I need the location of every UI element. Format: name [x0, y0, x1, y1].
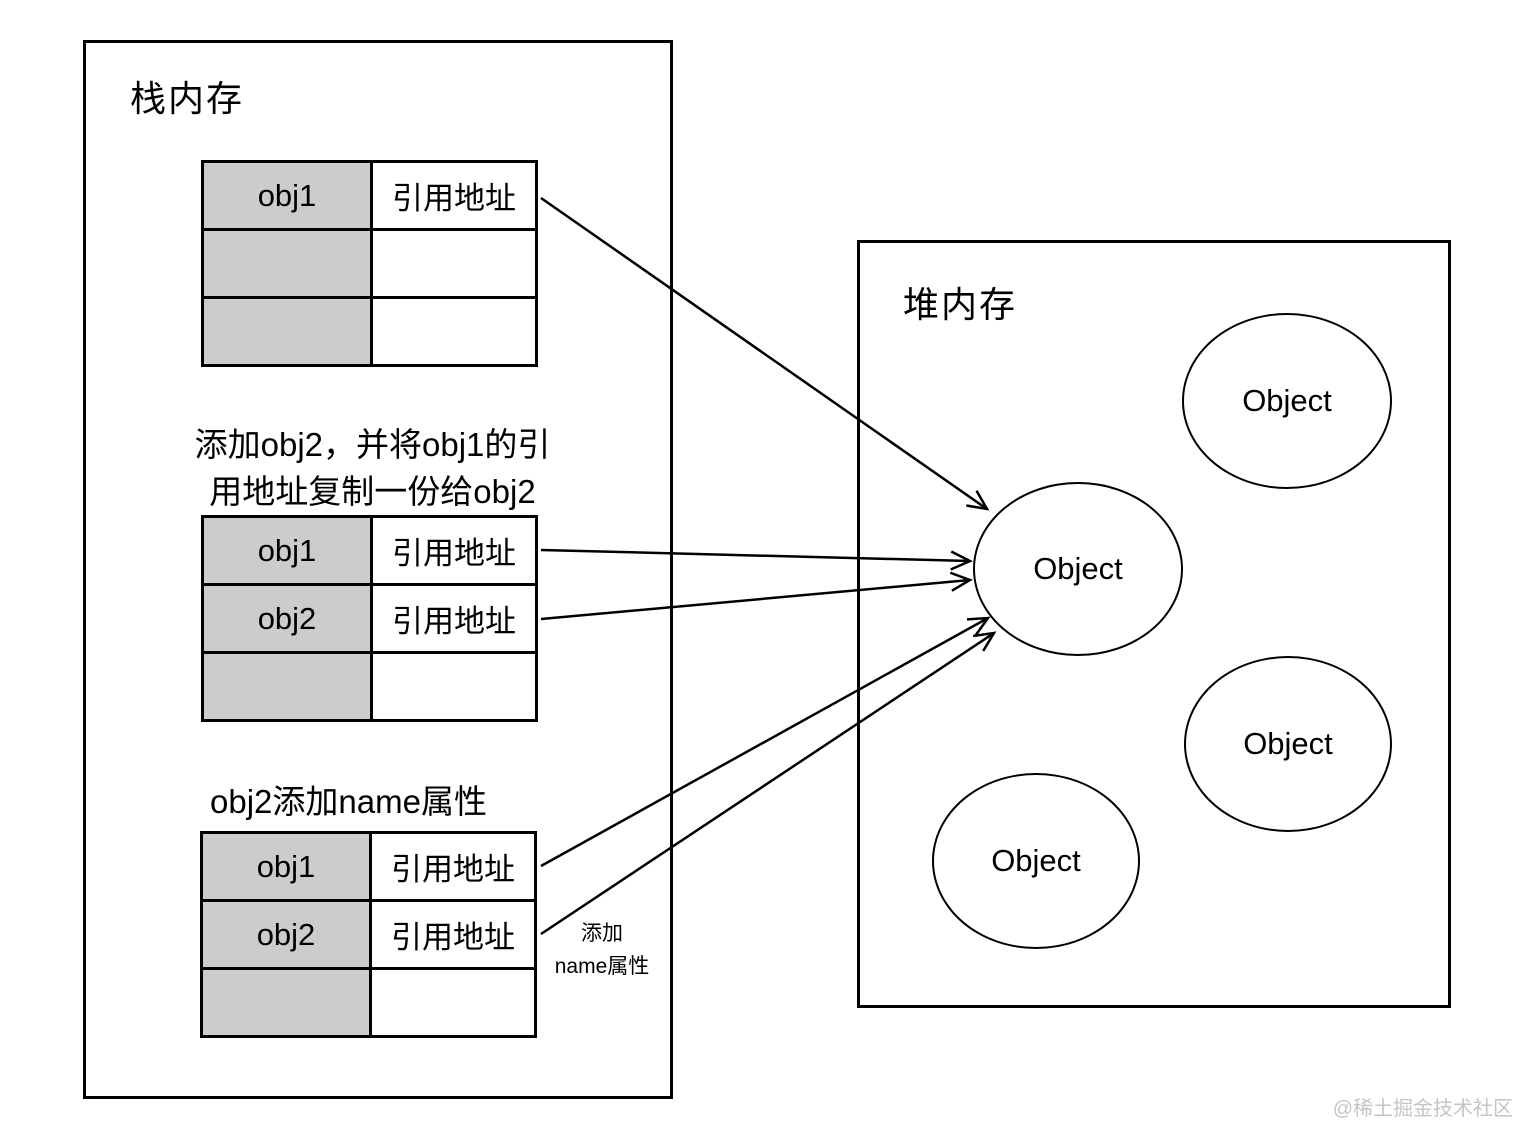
- heap-object-top-right: Object: [1182, 313, 1392, 489]
- table-row: obj1 引用地址: [203, 834, 534, 902]
- add-name-annotation: 添加 name属性: [548, 917, 656, 983]
- table-row: obj1 引用地址: [204, 163, 535, 231]
- annotation-line: name属性: [554, 955, 650, 978]
- stack-table-2: obj1 引用地址 obj2 引用地址: [201, 515, 538, 722]
- heap-object-bottom-left: Object: [932, 773, 1140, 949]
- variable-cell: [204, 231, 373, 296]
- reference-cell: 引用地址: [373, 518, 535, 583]
- annotation-line: 添加: [581, 922, 623, 945]
- reference-cell: 引用地址: [372, 834, 534, 899]
- heap-object-center: Object: [973, 482, 1183, 656]
- variable-cell: obj1: [204, 163, 373, 228]
- variable-cell: obj1: [203, 834, 372, 899]
- table-row: [204, 654, 535, 719]
- variable-cell: obj2: [203, 902, 372, 967]
- stack-table-3: obj1 引用地址 obj2 引用地址: [200, 831, 537, 1038]
- caption-line: 用地址复制一份给obj2: [209, 473, 536, 510]
- heap-memory-title: 堆内存: [903, 284, 1018, 325]
- reference-cell: 引用地址: [372, 902, 534, 967]
- stack-memory-box: [83, 40, 673, 1099]
- reference-cell: [372, 970, 534, 1035]
- variable-cell: obj2: [204, 586, 373, 651]
- reference-cell: [373, 654, 535, 719]
- table-row: [204, 299, 535, 364]
- stack-memory-title: 栈内存: [130, 78, 245, 119]
- variable-cell: [204, 654, 373, 719]
- reference-cell: 引用地址: [373, 586, 535, 651]
- table-row: [203, 970, 534, 1035]
- variable-cell: obj1: [204, 518, 373, 583]
- table-row: obj1 引用地址: [204, 518, 535, 586]
- table-row: obj2 引用地址: [204, 586, 535, 654]
- variable-cell: [204, 299, 373, 364]
- heap-object-right: Object: [1184, 656, 1392, 832]
- variable-cell: [203, 970, 372, 1035]
- stack-table-1: obj1 引用地址: [201, 160, 538, 367]
- watermark: @稀土掘金技术社区: [1332, 1098, 1513, 1120]
- reference-cell: 引用地址: [373, 163, 535, 228]
- table-3-caption: obj2添加name属性: [210, 783, 487, 820]
- table-row: [204, 231, 535, 299]
- table-row: obj2 引用地址: [203, 902, 534, 970]
- reference-cell: [373, 299, 535, 364]
- caption-line: 添加obj2，并将obj1的引: [194, 426, 551, 463]
- table-2-caption: 添加obj2，并将obj1的引 用地址复制一份给obj2: [180, 421, 565, 515]
- reference-cell: [373, 231, 535, 296]
